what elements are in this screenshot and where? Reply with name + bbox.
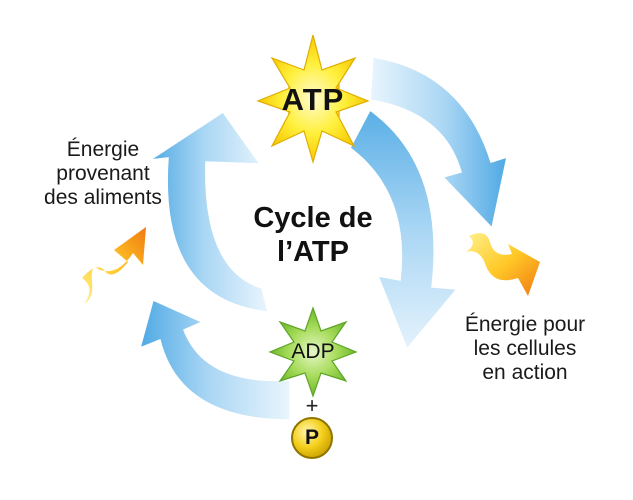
adp-star-icon [268, 306, 358, 398]
energy-in-line1: Énergie [66, 138, 140, 161]
energy-out-flame-icon [466, 233, 540, 296]
arrow-adp-to-atp [149, 110, 269, 313]
center-title-line1: Cycle de [253, 202, 373, 234]
energy-out-line2: les cellules [473, 337, 577, 360]
energy-out-line1: Énergie pour [464, 313, 586, 336]
atp-star-burst [256, 34, 370, 165]
arrow-atp-to-energy-out [369, 56, 508, 230]
center-title-line2: l’ATP [277, 236, 349, 268]
energy-in-flame-icon [82, 227, 146, 304]
phosphate-label: P [304, 426, 319, 449]
center-title: Cycle de l’ATP [228, 201, 398, 269]
arrow-energy-in-to-atp [138, 298, 291, 421]
energy-in-line3: des aliments [44, 186, 162, 209]
energy-out-label: Énergie pour les cellules en action [440, 313, 610, 385]
energy-in-line2: provenant [56, 162, 150, 185]
adp-label: ADP [291, 340, 335, 363]
energy-out-line3: en action [482, 361, 568, 384]
atp-label: ATP [281, 82, 345, 117]
plus-sign: + [305, 393, 319, 418]
energy-in-label: Énergie provenant des aliments [28, 138, 178, 210]
arrow-atp-to-adp [349, 108, 459, 351]
phosphate-circle-icon [291, 417, 333, 459]
